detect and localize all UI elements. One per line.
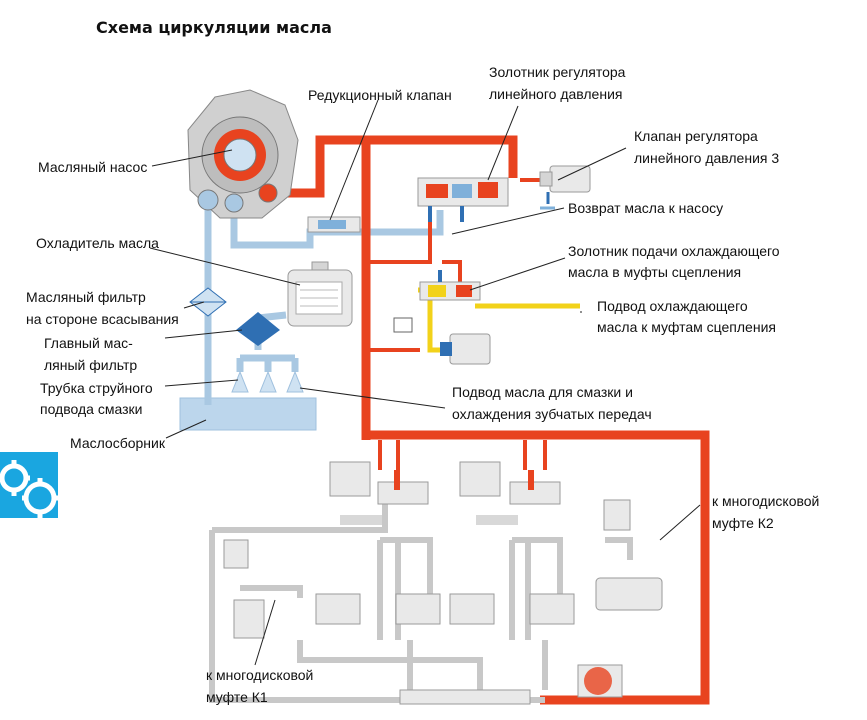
- cooling-oil-spool: [419, 270, 481, 301]
- spray-nozzles: [231, 370, 304, 393]
- label-k2-2: муфте К2: [712, 515, 774, 531]
- pressure-branches: [366, 178, 547, 470]
- line-pressure-spool: [417, 177, 509, 222]
- labels: Масляный насос Редукционный клапан Золот…: [26, 64, 819, 705]
- leader-lines: [149, 99, 701, 666]
- label-k1-2: муфте К1: [206, 689, 268, 705]
- label-oil-pump: Масляный насос: [38, 159, 147, 175]
- label-k2-1: к многодисковой: [712, 493, 819, 509]
- gear-logo-icon: [0, 452, 58, 518]
- label-cooling-supply-2: масла к муфтам сцепления: [597, 319, 776, 335]
- label-gear-supply-2: охлаждения зубчатых передач: [452, 406, 652, 422]
- diagram-title: Схема циркуляции масла: [96, 18, 332, 37]
- oil-sump: [179, 397, 317, 431]
- label-cooling-supply-1: Подвод охлаждающего: [597, 298, 748, 314]
- clutch-red-valves: [394, 470, 534, 490]
- label-oil-cooler: Охладитель масла: [36, 235, 159, 251]
- label-return-to-pump: Возврат масла к насосу: [568, 200, 723, 216]
- label-sump: Маслосборник: [70, 435, 166, 451]
- label-k1-1: к многодисковой: [206, 667, 313, 683]
- oil-pump: [187, 89, 299, 219]
- label-spool-line-2: линейного давления: [489, 86, 622, 102]
- pressure-lines: [268, 135, 710, 705]
- oil-cooler: [287, 261, 353, 327]
- cooling-solenoid: [440, 333, 491, 365]
- label-spool-line-1: Золотник регулятора: [489, 64, 626, 80]
- clutch-valve-group: [223, 461, 663, 705]
- label-suction-filter-2: на стороне всасывания: [26, 311, 179, 327]
- label-suction-filter-1: Масляный фильтр: [26, 289, 146, 305]
- label-spray-tube-2: подвода смазки: [40, 401, 142, 417]
- reducing-valve: [307, 216, 361, 233]
- label-cooling-spool-1: Золотник подачи охлаждающего: [568, 243, 780, 259]
- main-filter: [236, 312, 280, 346]
- label-reducing-valve: Редукционный клапан: [308, 87, 452, 103]
- label-main-filter-1: Главный мас-: [44, 335, 133, 351]
- label-line-valve-1: Клапан регулятора: [634, 128, 758, 144]
- label-line-valve-2: линейного давления 3: [634, 150, 779, 166]
- pressure-sensor: [393, 317, 413, 333]
- label-spray-tube-1: Трубка струйного: [40, 380, 153, 396]
- line-pressure-valve-3: [539, 165, 591, 204]
- label-main-filter-2: ляный фильтр: [44, 357, 137, 373]
- label-gear-supply-1: Подвод масла для смазки и: [452, 384, 633, 400]
- label-cooling-spool-2: масла в муфты сцепления: [568, 264, 741, 280]
